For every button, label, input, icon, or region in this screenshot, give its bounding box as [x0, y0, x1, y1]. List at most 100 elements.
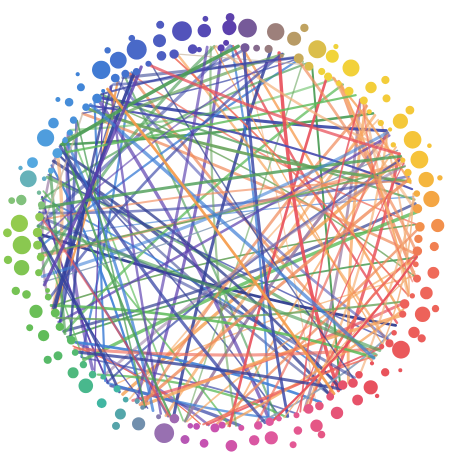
network-node: [48, 117, 59, 129]
edge-layer: [36, 44, 420, 428]
network-node: [264, 431, 278, 445]
network-node: [110, 73, 120, 83]
connection-edge: [55, 94, 357, 156]
network-node: [169, 413, 180, 424]
network-node: [264, 44, 273, 54]
connection-edge: [255, 331, 393, 425]
network-node: [217, 44, 225, 52]
network-node: [11, 286, 20, 296]
connection-edge: [254, 130, 389, 426]
network-node: [279, 53, 284, 58]
network-node: [79, 360, 88, 369]
network-node: [388, 127, 393, 132]
network-node: [169, 49, 179, 59]
network-node: [390, 142, 396, 148]
network-node: [27, 157, 38, 169]
network-node: [318, 67, 326, 76]
network-node: [67, 367, 79, 379]
connection-edge: [36, 233, 121, 394]
network-node: [48, 167, 54, 174]
network-node: [55, 97, 61, 102]
connection-edge: [69, 77, 336, 132]
network-node: [382, 94, 391, 103]
connection-edge: [149, 61, 355, 380]
network-node: [325, 49, 339, 63]
connection-edge: [52, 68, 137, 314]
network-node: [92, 93, 102, 104]
network-node: [82, 103, 90, 111]
network-node: [276, 416, 282, 422]
network-node: [315, 401, 324, 411]
connection-edge: [42, 65, 143, 287]
network-node: [153, 34, 166, 48]
connection-edge: [362, 101, 410, 298]
network-node: [308, 40, 327, 59]
network-node: [344, 86, 354, 96]
connection-edge: [140, 314, 402, 408]
network-node: [35, 212, 44, 222]
network-node: [36, 253, 45, 262]
connection-edge: [202, 354, 377, 426]
network-node: [381, 368, 390, 377]
network-node: [293, 412, 300, 419]
network-node: [415, 222, 425, 232]
network-node: [418, 171, 434, 188]
network-node: [55, 322, 64, 331]
connection-edge: [48, 167, 67, 336]
connection-edge: [299, 98, 362, 413]
network-node: [109, 51, 127, 69]
network-node: [417, 334, 426, 343]
network-node: [122, 396, 129, 403]
network-node: [43, 355, 52, 364]
network-node: [400, 157, 406, 163]
connection-edge: [186, 257, 418, 423]
network-node: [29, 304, 43, 318]
network-node: [408, 326, 420, 339]
network-node: [69, 116, 78, 124]
connection-edge: [326, 152, 401, 399]
network-node: [405, 105, 415, 115]
network-node: [330, 406, 344, 420]
node-ring: [3, 13, 445, 452]
network-node: [398, 368, 403, 373]
connection-edge: [58, 145, 267, 424]
network-node: [3, 228, 12, 238]
network-node: [317, 430, 326, 439]
connection-edge: [36, 224, 382, 353]
network-node: [180, 435, 190, 444]
connection-edge: [76, 119, 146, 408]
network-node: [75, 72, 80, 77]
network-node: [355, 371, 363, 379]
connection-edge: [50, 164, 146, 408]
connection-edge: [42, 149, 399, 283]
connection-edge: [68, 340, 322, 404]
network-node: [326, 392, 335, 401]
network-node: [310, 419, 323, 432]
network-node: [36, 190, 42, 195]
network-node: [423, 190, 440, 208]
network-node: [342, 59, 360, 77]
connection-edge: [362, 101, 414, 283]
connection-edge: [277, 51, 341, 393]
network-node: [62, 137, 68, 144]
network-node: [392, 113, 408, 129]
network-node: [132, 68, 141, 76]
network-node: [53, 351, 63, 361]
connection-edge: [106, 87, 336, 396]
network-node: [222, 22, 236, 36]
network-node: [13, 260, 30, 276]
network-node: [363, 380, 378, 395]
network-node: [193, 423, 201, 430]
network-node: [96, 398, 107, 409]
network-node: [202, 15, 209, 22]
network-node: [113, 385, 121, 393]
network-node: [304, 61, 314, 71]
network-node: [225, 440, 238, 452]
network-node: [132, 417, 146, 431]
network-node: [45, 288, 50, 293]
network-node: [145, 60, 152, 67]
network-node: [238, 18, 257, 38]
network-node: [409, 293, 415, 299]
network-node: [10, 214, 28, 232]
